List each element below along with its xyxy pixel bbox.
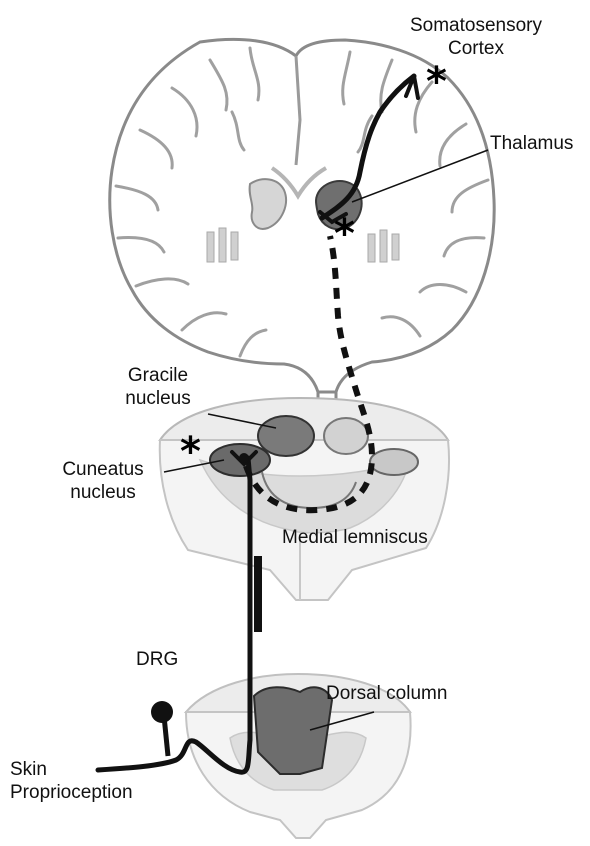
medulla-section — [160, 398, 449, 600]
skin-proprioception-label: Skin Proprioception — [10, 758, 133, 804]
drg-label: DRG — [136, 648, 178, 671]
cuneatus-nucleus-line-2: nucleus — [48, 481, 158, 504]
cuneatus-nucleus-line-1: Cuneatus — [48, 458, 158, 481]
asterisk-nucleus: * — [180, 432, 201, 472]
somatosensory-cortex-line-1: Somatosensory — [386, 14, 566, 37]
nucleus-synapse-dot — [239, 453, 249, 463]
thalamus-label: Thalamus — [490, 132, 573, 155]
right-gracile-shape — [324, 418, 368, 454]
gracile-nucleus-shape — [258, 416, 314, 456]
gracile-nucleus-line-2: nucleus — [106, 387, 210, 410]
asterisk-thalamus: * — [334, 214, 355, 254]
right-cuneatus-shape — [370, 449, 418, 475]
dorsal-column-label: Dorsal column — [326, 682, 447, 705]
cuneatus-nucleus-label: Cuneatus nucleus — [48, 458, 158, 504]
gracile-nucleus-line-1: Gracile — [106, 364, 210, 387]
dorsal-column-shape — [254, 687, 332, 774]
skin-proprioception-line-2: Proprioception — [10, 781, 133, 804]
somatosensory-cortex-label: Somatosensory Cortex — [386, 14, 566, 60]
fiber-thickening — [254, 556, 262, 632]
gracile-nucleus-label: Gracile nucleus — [106, 364, 210, 410]
skin-proprioception-line-1: Skin — [10, 758, 133, 781]
drg-ganglion — [151, 701, 173, 723]
somatosensory-cortex-line-2: Cortex — [386, 37, 566, 60]
medial-lemniscus-label: Medial lemniscus — [282, 526, 428, 549]
asterisk-cortex: * — [426, 62, 447, 102]
